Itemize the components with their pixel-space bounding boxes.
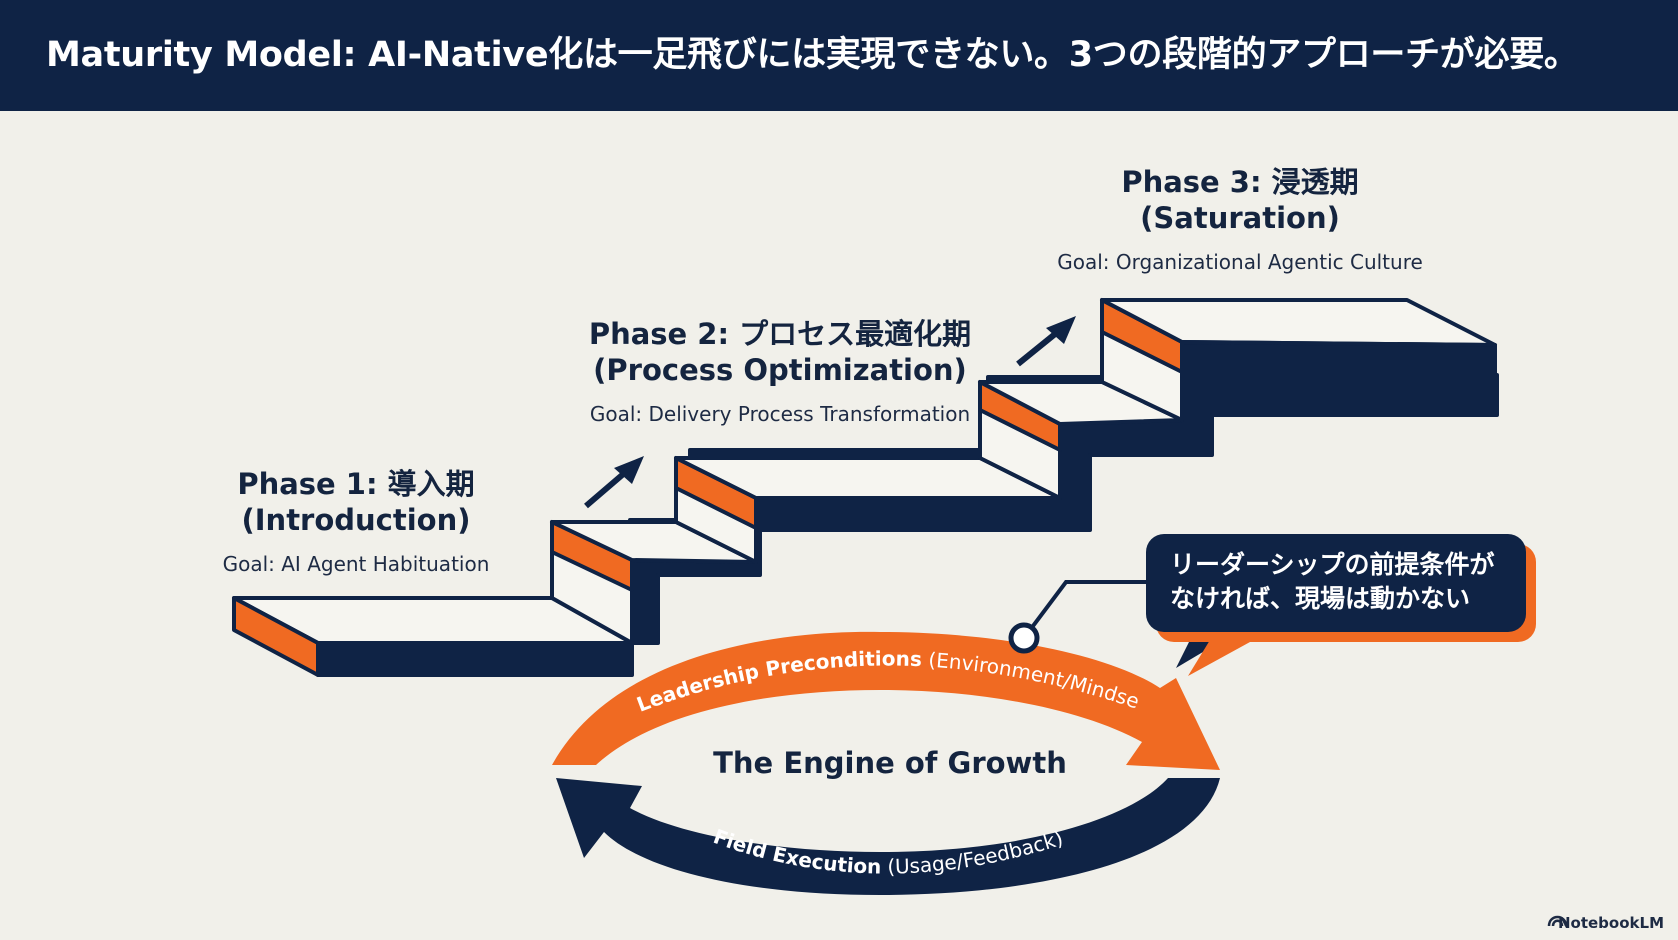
notebooklm-watermark: NotebookLM bbox=[1557, 914, 1664, 932]
progress-arrows bbox=[584, 316, 1076, 509]
callout-line-2: なければ、現場は動かない bbox=[1170, 584, 1471, 613]
engine-of-growth-label: The Engine of Growth bbox=[713, 746, 1067, 780]
arrow-up-icon bbox=[1046, 316, 1076, 344]
tread-1-bottom bbox=[316, 641, 634, 677]
callout-connector bbox=[1008, 580, 1250, 676]
phase-2-goal: Goal: Delivery Process Transformation bbox=[589, 402, 971, 426]
phase-1-label: Phase 1: 導入期 (Introduction) Goal: AI Age… bbox=[196, 466, 516, 576]
arrow-up-icon bbox=[614, 456, 644, 484]
phase-3-name: Phase 3: 浸透期 bbox=[1121, 165, 1359, 199]
phase-3-goal: Goal: Organizational Agentic Culture bbox=[1057, 250, 1423, 274]
phase-3-label: Phase 3: 浸透期 (Saturation) Goal: Organiza… bbox=[1040, 164, 1440, 274]
phase-1-goal: Goal: AI Agent Habituation bbox=[222, 552, 490, 576]
title-bar: Maturity Model: AI-Native化は一足飛びには実現できない。… bbox=[0, 0, 1678, 111]
staircase bbox=[232, 298, 1499, 677]
phase-3-subtitle: (Saturation) bbox=[1140, 201, 1340, 235]
callout-line-1: リーダーシップの前提条件が bbox=[1170, 550, 1495, 579]
notebooklm-logo-icon bbox=[1547, 915, 1568, 927]
phase-2-name: Phase 2: プロセス最適化期 bbox=[588, 317, 972, 351]
phase-1-name: Phase 1: 導入期 bbox=[237, 467, 475, 501]
phase-2-subtitle: (Process Optimization) bbox=[593, 353, 967, 387]
page-title: Maturity Model: AI-Native化は一足飛びには実現できない。… bbox=[46, 35, 1579, 75]
phase-2-label: Phase 2: プロセス最適化期 (Process Optimization)… bbox=[580, 316, 980, 426]
phase-1-subtitle: (Introduction) bbox=[241, 503, 471, 537]
cycle-arrow-orange bbox=[552, 631, 1220, 770]
cycle-arrow-navy bbox=[556, 778, 1220, 895]
leadership-callout: リーダーシップの前提条件が なければ、現場は動かない bbox=[1146, 534, 1526, 632]
top-landing-front bbox=[1180, 340, 1497, 378]
